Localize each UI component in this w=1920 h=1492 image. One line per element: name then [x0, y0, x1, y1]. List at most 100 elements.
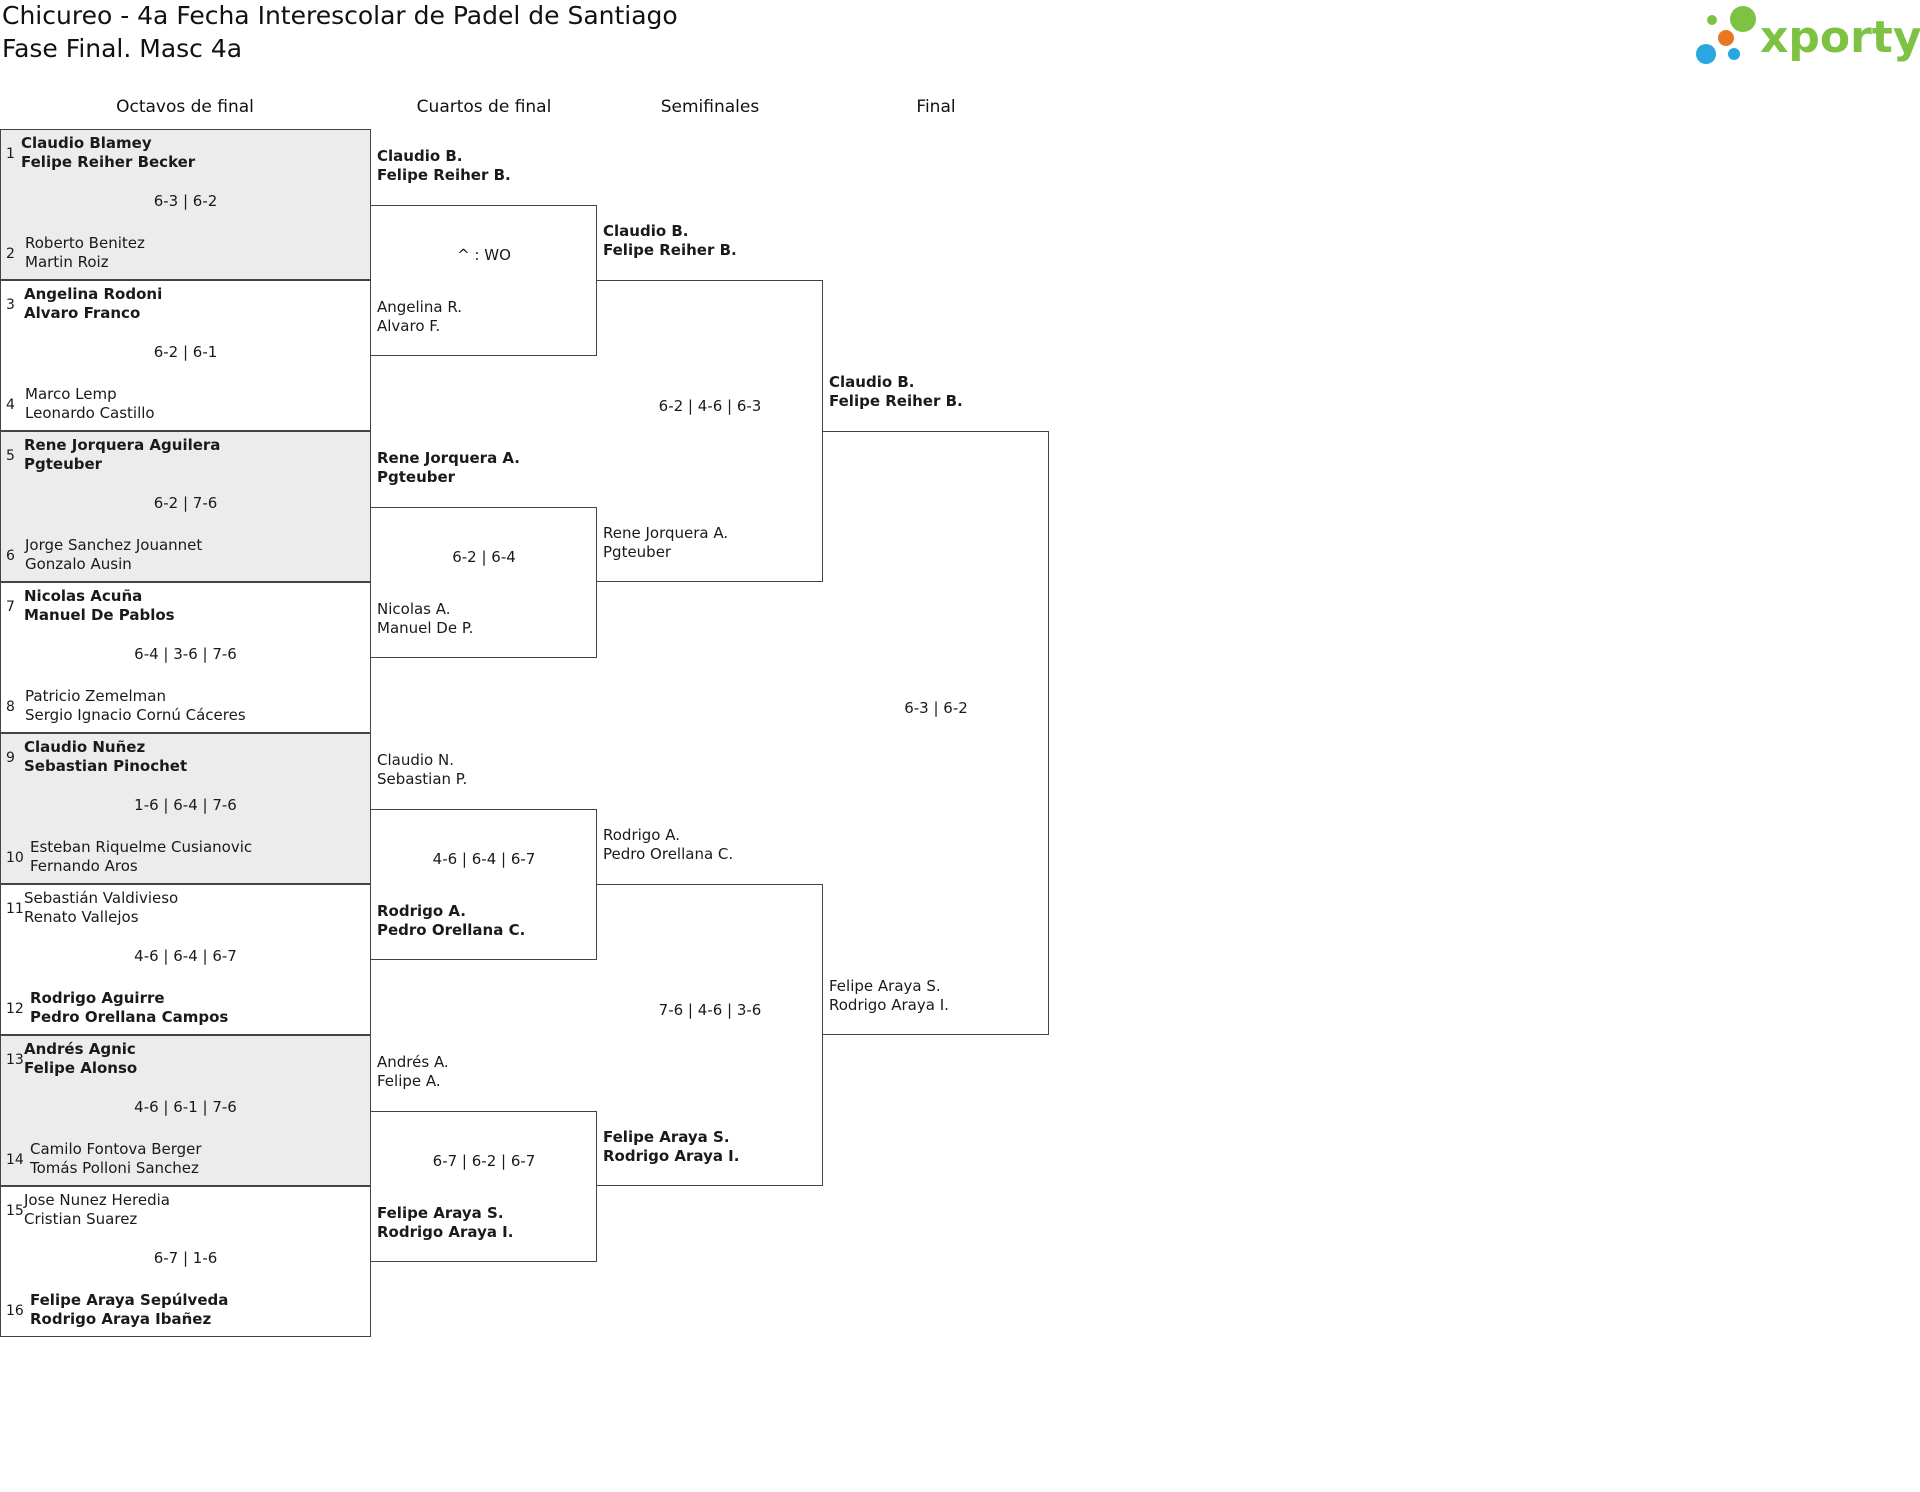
seed-number: 4	[6, 397, 15, 413]
team-player: Sebastian P.	[377, 769, 468, 788]
team-player: Alvaro Franco	[24, 304, 141, 322]
seed-number: 9	[6, 750, 15, 766]
team-player: Rodrigo Aguirre	[30, 989, 165, 1007]
logo-dot-blue	[1696, 44, 1716, 64]
logo-dot-green-small	[1707, 15, 1717, 25]
team-player: Felipe Araya S.	[377, 1203, 504, 1222]
seed-number: 8	[6, 699, 15, 715]
team-player: Nicolas A.	[377, 599, 451, 618]
sf-match-box	[597, 884, 823, 1186]
team-player: Jose Nunez Heredia	[24, 1191, 170, 1209]
team-player: Rene Jorquera A.	[377, 448, 520, 467]
r16-match-box	[0, 280, 371, 431]
logo-dot-orange	[1718, 30, 1734, 46]
team-player: Rene Jorquera Aguilera	[24, 436, 221, 454]
team-player: Sebastian Pinochet	[24, 757, 188, 775]
match-score: 6-2 | 6-4	[452, 548, 516, 566]
team-player: Cristian Suarez	[24, 1210, 138, 1228]
qf-match-box	[371, 506, 597, 658]
team-player: Leonardo Castillo	[25, 404, 155, 422]
seed-number: 3	[6, 297, 15, 313]
team-player: Angelina R.	[377, 297, 462, 316]
team-player: Jorge Sanchez Jouannet	[25, 536, 203, 554]
team-player: Camilo Fontova Berger	[30, 1140, 202, 1158]
match-score: 1-6 | 6-4 | 7-6	[134, 796, 237, 814]
team-player: Pgteuber	[603, 543, 672, 561]
r16-match-box	[0, 582, 371, 733]
seed-number: 2	[6, 246, 15, 262]
team-player: Andrés A.	[377, 1052, 449, 1071]
team-player: Pgteuber	[24, 455, 103, 473]
logo-dot-green	[1730, 6, 1756, 32]
team-player: Felipe A.	[377, 1071, 441, 1090]
seed-number: 12	[6, 1001, 24, 1017]
team-player: Gonzalo Ausin	[25, 555, 132, 573]
team-player: Angelina Rodoni	[24, 285, 163, 303]
team-player: Rodrigo Araya Ibañez	[30, 1310, 212, 1328]
qf-match-box	[371, 1110, 597, 1262]
seed-number: 5	[6, 448, 15, 464]
logo-dot-blue-small	[1728, 48, 1740, 60]
team-player: Pedro Orellana Campos	[30, 1008, 229, 1026]
team-player: Claudio B.	[603, 222, 689, 240]
seed-number: 13	[6, 1052, 24, 1068]
team-player: Pedro Orellana C.	[603, 845, 734, 863]
team-player: Pgteuber	[377, 467, 456, 486]
sf-match-box	[597, 280, 823, 582]
team-player: Rodrigo Araya I.	[603, 1147, 740, 1165]
match-score: 4-6 | 6-1 | 7-6	[134, 1098, 237, 1116]
r16-match-box	[0, 1186, 371, 1337]
match-score: 6-2 | 6-1	[153, 343, 218, 361]
team-player: Rodrigo A.	[603, 826, 681, 844]
team-player: Claudio Blamey	[21, 134, 152, 152]
team-player: Manuel De P.	[377, 618, 474, 637]
team-player: Martin Roiz	[25, 253, 109, 271]
team-player: Pedro Orellana C.	[377, 920, 526, 939]
match-score: 6-7 | 1-6	[153, 1249, 218, 1267]
round-header-final: Final	[916, 97, 956, 117]
page-subtitle: Fase Final. Masc 4a	[2, 34, 243, 63]
match-score: 6-3 | 6-2	[904, 699, 968, 717]
team-player: Felipe Alonso	[24, 1059, 138, 1077]
team-player: Claudio Nuñez	[24, 738, 146, 756]
team-player: Felipe Araya S.	[603, 1128, 730, 1146]
team-player: Fernando Aros	[30, 857, 138, 875]
team-player: Alvaro F.	[377, 316, 441, 335]
qf-match-box	[371, 204, 597, 356]
match-score: 4-6 | 6-4 | 6-7	[432, 850, 536, 868]
seed-number: 15	[6, 1203, 24, 1219]
page-title: Chicureo - 4a Fecha Interescolar de Pade…	[2, 1, 678, 30]
r16-match-box	[0, 733, 371, 884]
team-player: Rodrigo A.	[377, 901, 466, 920]
round-header-cuartos: Cuartos de final	[416, 97, 552, 117]
seed-number: 16	[6, 1303, 24, 1319]
seed-number: 11	[6, 901, 24, 917]
seed-number: 10	[6, 850, 24, 866]
team-player: Claudio N.	[377, 750, 454, 769]
team-player: Claudio B.	[377, 146, 463, 165]
match-score: 6-2 | 4-6 | 6-3	[658, 397, 762, 415]
seed-number: 6	[6, 548, 15, 564]
team-player: Rene Jorquera A.	[603, 524, 729, 542]
match-score: 4-6 | 6-4 | 6-7	[134, 947, 237, 965]
team-player: Marco Lemp	[25, 385, 117, 403]
round-header-semifinales: Semifinales	[660, 97, 760, 117]
team-player: Felipe Reiher B.	[603, 241, 737, 259]
team-player: Tomás Polloni Sanchez	[30, 1159, 199, 1177]
team-player: Felipe Araya S.	[829, 977, 941, 995]
team-player: Roberto Benitez	[25, 234, 145, 252]
team-player: Rodrigo Araya I.	[377, 1222, 514, 1241]
team-player: Manuel De Pablos	[24, 606, 175, 624]
team-player: Esteban Riquelme Cusianovic	[30, 838, 253, 856]
match-score: ^ : WO	[457, 246, 511, 264]
seed-number: 1	[6, 146, 15, 162]
r16-match-box	[0, 431, 371, 582]
team-player: Felipe Reiher Becker	[21, 153, 196, 171]
team-player: Felipe Reiher B.	[829, 392, 963, 410]
seed-number: 7	[6, 599, 15, 615]
fn-match-box	[823, 431, 1049, 1035]
team-player: Claudio B.	[829, 373, 915, 391]
match-score: 6-3 | 6-2	[153, 192, 218, 210]
xporty-logo: xporty	[1696, 6, 1920, 64]
team-player: Patricio Zemelman	[25, 687, 166, 705]
